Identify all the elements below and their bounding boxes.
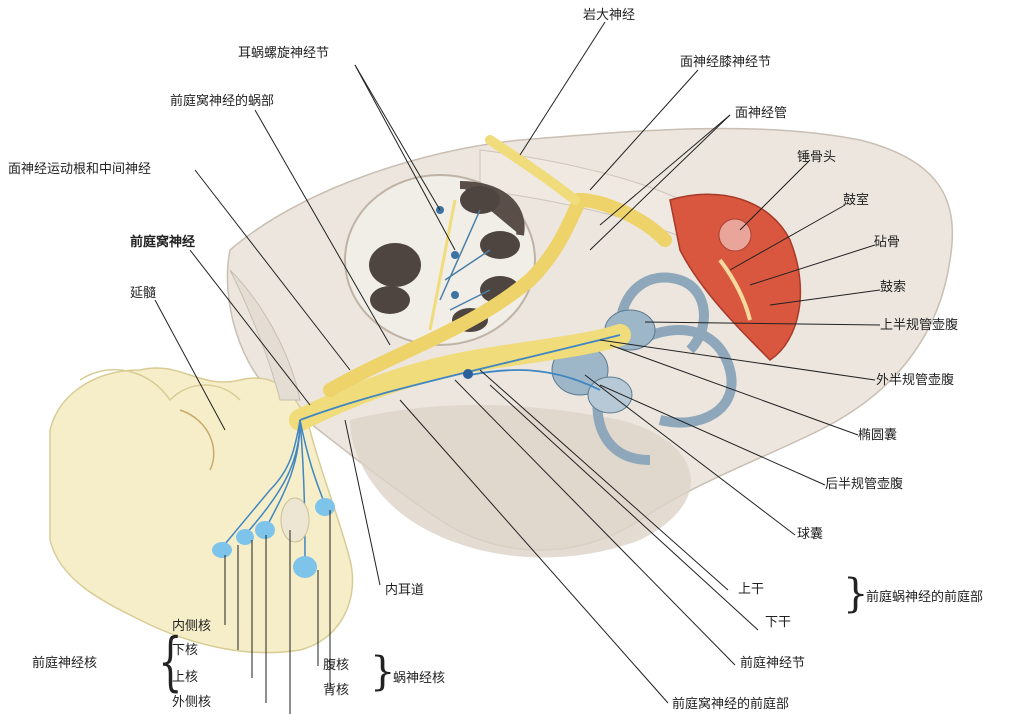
label-cochlear-nuclei: 蜗神经核	[393, 671, 446, 686]
nucleus-fibers	[212, 419, 335, 578]
brainstem-fold	[79, 368, 241, 402]
label-facial-motor-root: 面神经运动根和中间神经	[8, 162, 152, 177]
label-saccule: 球囊	[797, 527, 824, 542]
label-tympanic-cavity: 鼓室	[843, 193, 870, 208]
cerebellum-fold	[179, 409, 215, 471]
label-facial-canal: 面神经管	[735, 106, 788, 121]
label-vestibular-nuclei: 前庭神经核	[32, 656, 98, 671]
label-medulla: 延髓	[130, 286, 157, 301]
label-malleus-head: 锤骨头	[797, 150, 837, 165]
tympanic-cavity	[669, 193, 802, 361]
brace-vestibular-part: }	[843, 571, 869, 617]
brainstem-shape	[49, 367, 354, 654]
brace-cochlear-nuclei: }	[370, 649, 396, 695]
label-internal-acoustic-meatus: 内耳道	[385, 583, 425, 598]
label-inferior-nucleus: 下核	[172, 643, 199, 658]
facial-nerve	[323, 192, 672, 397]
label-posterior-ampulla: 后半规管壶腹	[825, 477, 904, 492]
label-spiral-ganglion: 耳蜗螺旋神经节	[238, 46, 330, 61]
cochlea	[344, 174, 536, 346]
label-superior-nucleus: 上核	[172, 670, 199, 685]
label-vestibular-part: 前庭窝神经的前庭部	[672, 697, 790, 712]
leader-lines	[154, 21, 881, 714]
nerve-blue-fibers	[299, 334, 621, 421]
label-incus: 砧骨	[874, 235, 901, 250]
vestibular-ganglion-dot	[463, 369, 473, 379]
greater-petrosal-nerve	[485, 135, 580, 205]
label-superior-division: 上干	[738, 582, 765, 597]
brace-vestibular-nuclei: {	[158, 625, 183, 699]
label-chorda-tympani: 鼓索	[880, 280, 907, 295]
label-inferior-division: 下干	[765, 615, 792, 630]
label-geniculate-ganglion: 面神经膝神经节	[680, 55, 772, 70]
label-dorsal-nucleus: 背核	[323, 683, 350, 698]
label-cochlear-part: 前庭窝神经的蜗部	[170, 94, 275, 109]
label-lateral-nucleus: 外侧核	[172, 695, 212, 710]
bone-shadow	[350, 405, 691, 558]
label-ventral-nucleus: 腹核	[323, 658, 350, 673]
label-vestibular-ganglion: 前庭神经节	[740, 656, 806, 671]
label-vestibular-part-group: 前庭蜗神经的前庭部	[866, 590, 984, 605]
label-greater-petrosal-nerve: 岩大神经	[583, 8, 636, 23]
left-flap	[229, 269, 301, 401]
label-vestibulocochlear-nerve: 前庭窝神经	[130, 235, 196, 250]
label-superior-ampulla: 上半规管壶腹	[880, 318, 959, 333]
label-medial-nucleus: 内侧核	[172, 619, 212, 634]
label-utricle: 椭圆囊	[858, 428, 898, 443]
label-lateral-ampulla: 外半规管壶腹	[876, 373, 955, 388]
